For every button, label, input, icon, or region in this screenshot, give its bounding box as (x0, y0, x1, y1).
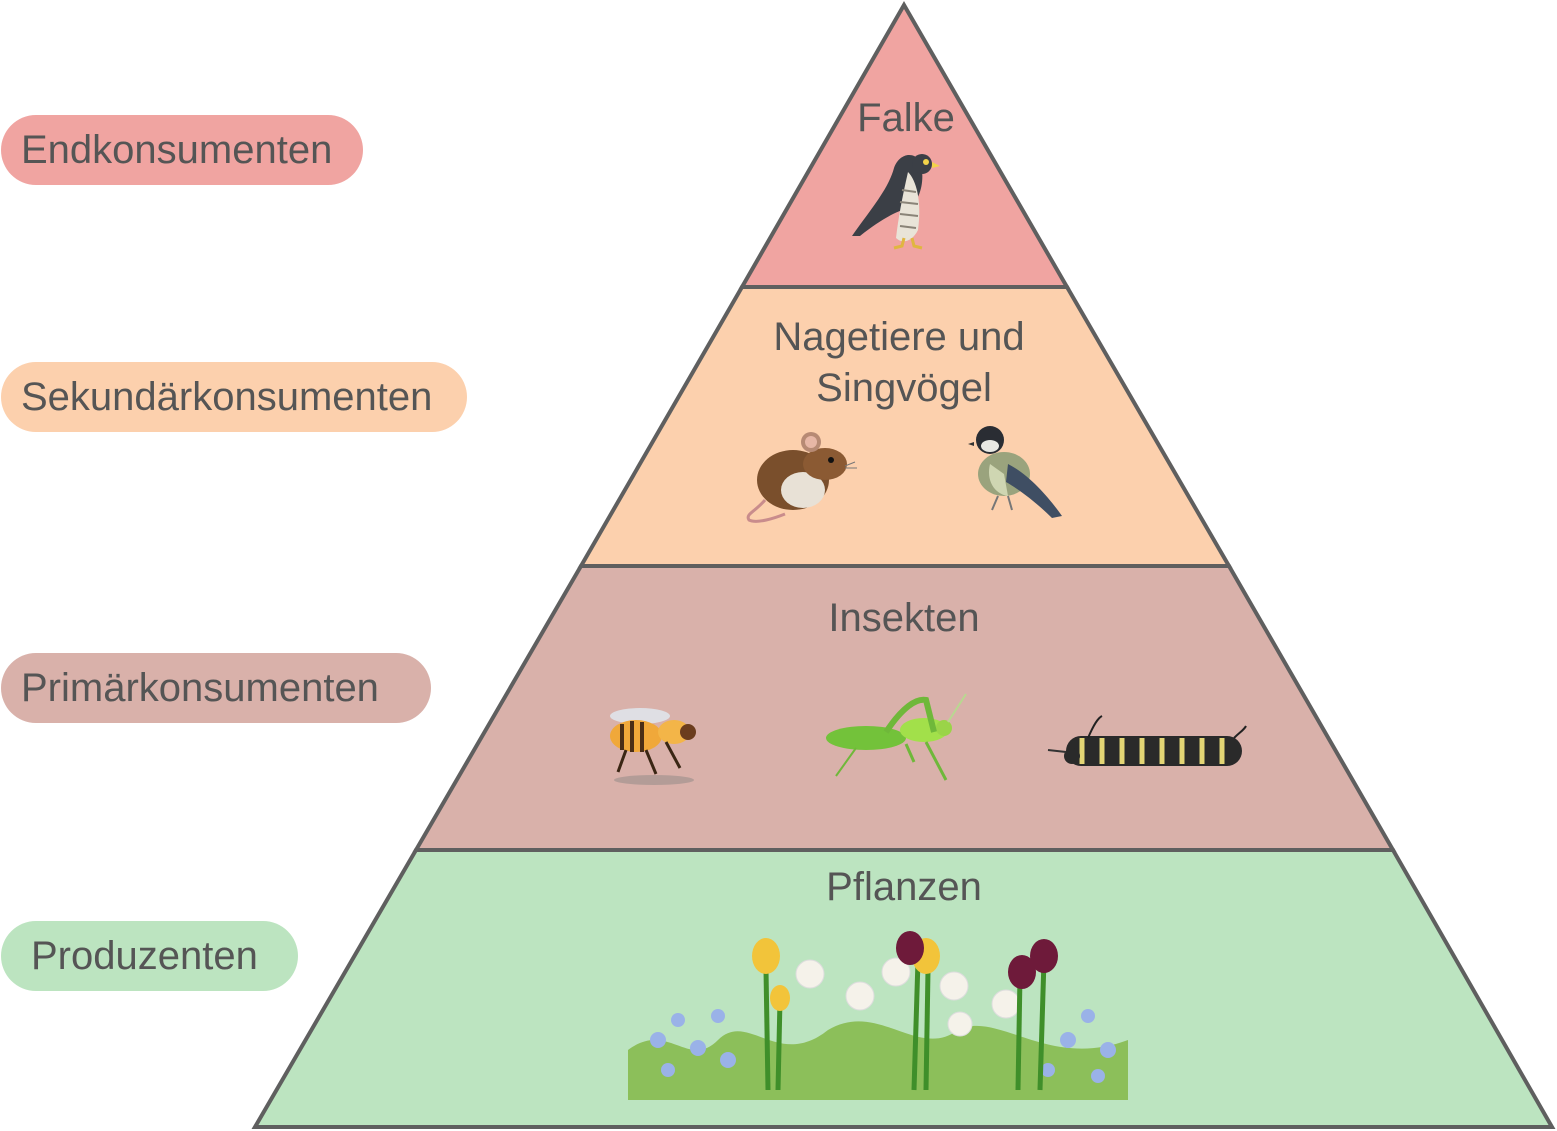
tier-label-falke: Falke (857, 96, 955, 140)
tier-base (251, 848, 1556, 1129)
tier-label-singvoegel: Singvögel (816, 366, 992, 410)
falcon-icon (852, 154, 940, 250)
songbird-icon (968, 426, 1062, 518)
category-pill-primaerkonsumenten: Primärkonsumenten (1, 653, 431, 723)
tier-label-pflanzen: Pflanzen (826, 865, 982, 909)
tier-top (738, 0, 1071, 289)
category-pill-sekundaerkonsumenten: Sekundärkonsumenten (1, 362, 467, 432)
mouse-icon (746, 432, 857, 523)
category-pill-produzenten: Produzenten (1, 921, 298, 991)
grasshopper-icon (826, 693, 967, 781)
category-pill-endkonsumenten: Endkonsumenten (1, 115, 363, 185)
tier-label-nagetiere: Nagetiere und (773, 315, 1024, 359)
caterpillar-icon (1047, 715, 1247, 766)
flowers-icon (628, 931, 1128, 1100)
tier-label-insekten: Insekten (828, 596, 979, 640)
bee-icon (610, 708, 696, 785)
